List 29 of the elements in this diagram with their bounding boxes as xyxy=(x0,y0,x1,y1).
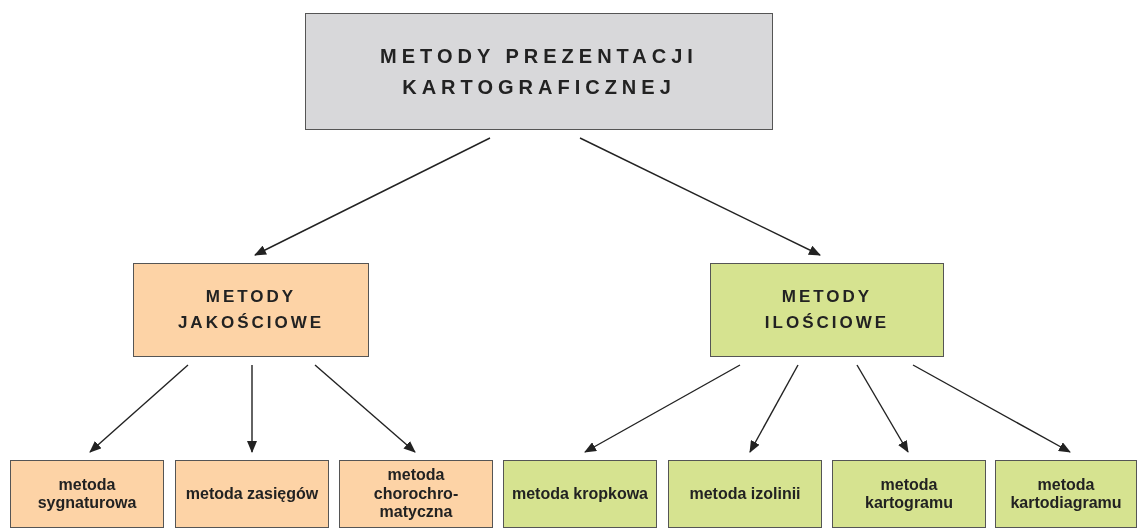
arrow xyxy=(749,364,799,453)
category-box xyxy=(710,263,944,357)
method-label: metoda chorochro-matyczna xyxy=(372,466,460,522)
method-box xyxy=(175,460,329,528)
arrow xyxy=(254,137,491,256)
arrow xyxy=(247,364,257,453)
category-box xyxy=(133,263,369,357)
method-label: metoda kropkowa xyxy=(511,484,649,504)
method-label: metoda kartodiagramu xyxy=(1009,475,1123,513)
method-label: metoda izolinii xyxy=(688,484,802,504)
title-box xyxy=(305,13,773,130)
method-box xyxy=(503,460,657,528)
method-box xyxy=(10,460,164,528)
arrow xyxy=(314,364,416,453)
arrow xyxy=(912,364,1071,453)
arrow xyxy=(579,137,821,256)
method-label: metoda sygnaturowa xyxy=(36,475,138,513)
method-label: metoda zasięgów xyxy=(184,484,320,504)
method-box xyxy=(339,460,493,528)
box-heading: METODY PREZENTACJI KARTOGRAFICZNEJ xyxy=(379,43,699,100)
method-box xyxy=(668,460,822,528)
method-label: metoda kartogramu xyxy=(864,475,954,513)
method-box xyxy=(995,460,1137,528)
arrow xyxy=(584,364,741,453)
box-heading: METODY ILOŚCIOWE xyxy=(763,285,891,334)
method-box xyxy=(832,460,986,528)
arrow xyxy=(89,364,189,453)
box-heading: METODY JAKOŚCIOWE xyxy=(176,285,326,334)
arrow xyxy=(856,364,909,453)
